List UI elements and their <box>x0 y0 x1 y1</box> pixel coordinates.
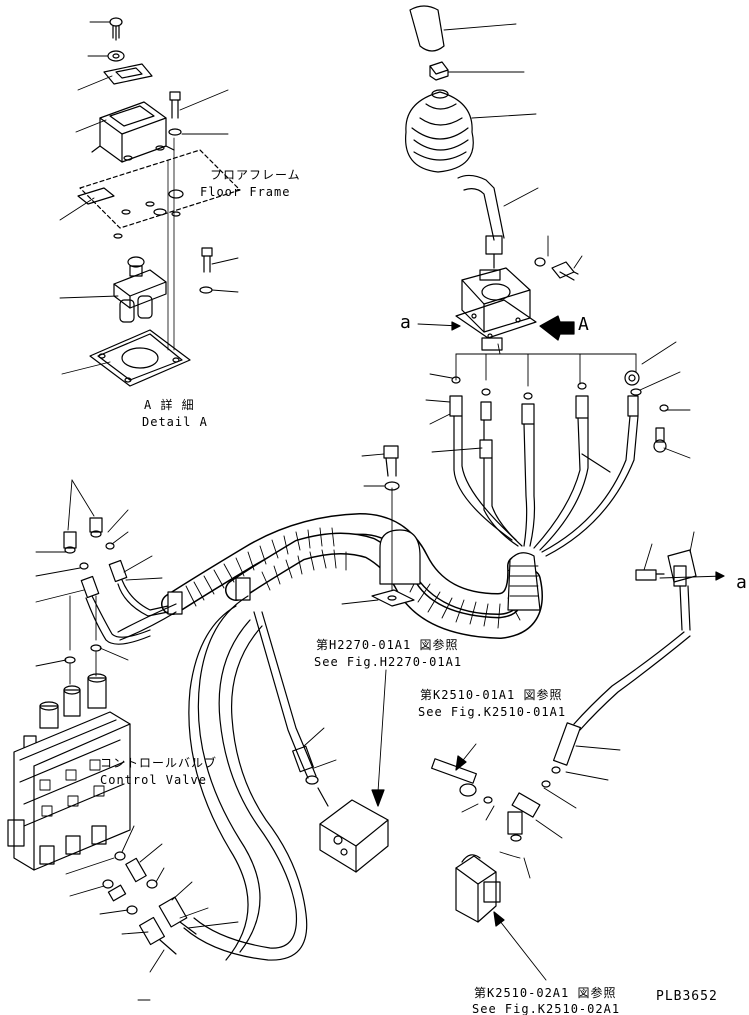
elbow-fitting-part <box>507 792 541 842</box>
hose-fitting-parts <box>292 745 329 807</box>
lever-assembly <box>405 5 691 557</box>
port-a-label: a <box>400 312 411 333</box>
base-plate-part <box>89 329 191 387</box>
hose-fitting-parts <box>449 395 639 459</box>
bolt-part <box>168 91 182 136</box>
hose-bundle-assembly <box>117 445 543 961</box>
leader-lines <box>59 21 239 375</box>
control-valve-label-en: Control Valve <box>100 773 207 787</box>
control-valve-body-part <box>7 673 131 871</box>
k2510-assembly <box>431 531 725 981</box>
drawing-code: PLB3652 <box>656 989 718 1004</box>
hose-fitting-parts <box>541 722 582 788</box>
leader-lines <box>35 479 239 1001</box>
washer-part <box>534 257 546 267</box>
hose-fitting-parts <box>635 549 697 631</box>
pilot-valve-part <box>113 256 167 323</box>
ball-valve-part <box>455 854 501 923</box>
port-a-right-label: a <box>736 572 747 593</box>
washer-part <box>107 50 125 62</box>
label-plate-part <box>77 187 115 205</box>
reference-h2270-jp: 第H2270-01A1 図参照 <box>316 638 459 652</box>
plate-part <box>103 63 153 85</box>
screw-part <box>109 17 123 41</box>
ppc-valve-body-part <box>455 267 537 351</box>
floor-frame-label-jp: フロアフレーム <box>210 168 301 182</box>
clamp-part <box>341 445 421 607</box>
bolt-part <box>547 235 583 281</box>
detail-a-assembly <box>59 17 241 387</box>
junction-block-part <box>319 799 389 873</box>
view-a-label: A <box>578 314 589 335</box>
reference-k2510-02-jp: 第K2510-02A1 図参照 <box>474 986 617 1000</box>
floor-frame-outline <box>79 149 241 229</box>
nut-part <box>429 61 525 81</box>
hose-fitting-parts <box>63 517 128 599</box>
detail-a-label-jp: A 詳 細 <box>144 398 195 412</box>
bolt-part <box>199 247 213 294</box>
control-valve-assembly <box>7 479 239 1001</box>
knob-part <box>409 5 517 52</box>
reference-k2510-02-en: See Fig.K2510-02A1 <box>472 1002 621 1015</box>
connector-part <box>431 758 493 804</box>
control-valve-label-jp: コントロールバルブ <box>100 756 218 770</box>
leader-lines <box>425 341 691 459</box>
floor-frame-label-en: Floor Frame <box>200 185 291 199</box>
reference-k2510-01-en: See Fig.K2510-01A1 <box>418 705 567 719</box>
view-a-arrow <box>539 315 575 341</box>
lever-part <box>457 174 539 269</box>
cover-bracket-part <box>91 101 175 163</box>
boot-part <box>405 89 537 173</box>
hose-routing-lines <box>455 343 637 387</box>
hose-parts <box>453 415 639 557</box>
detail-a-label-en: Detail A <box>142 415 208 429</box>
bolt-part <box>653 427 667 453</box>
reference-k2510-01-jp: 第K2510-01A1 図参照 <box>420 688 563 702</box>
reference-h2270-en: See Fig.H2270-01A1 <box>314 655 463 669</box>
